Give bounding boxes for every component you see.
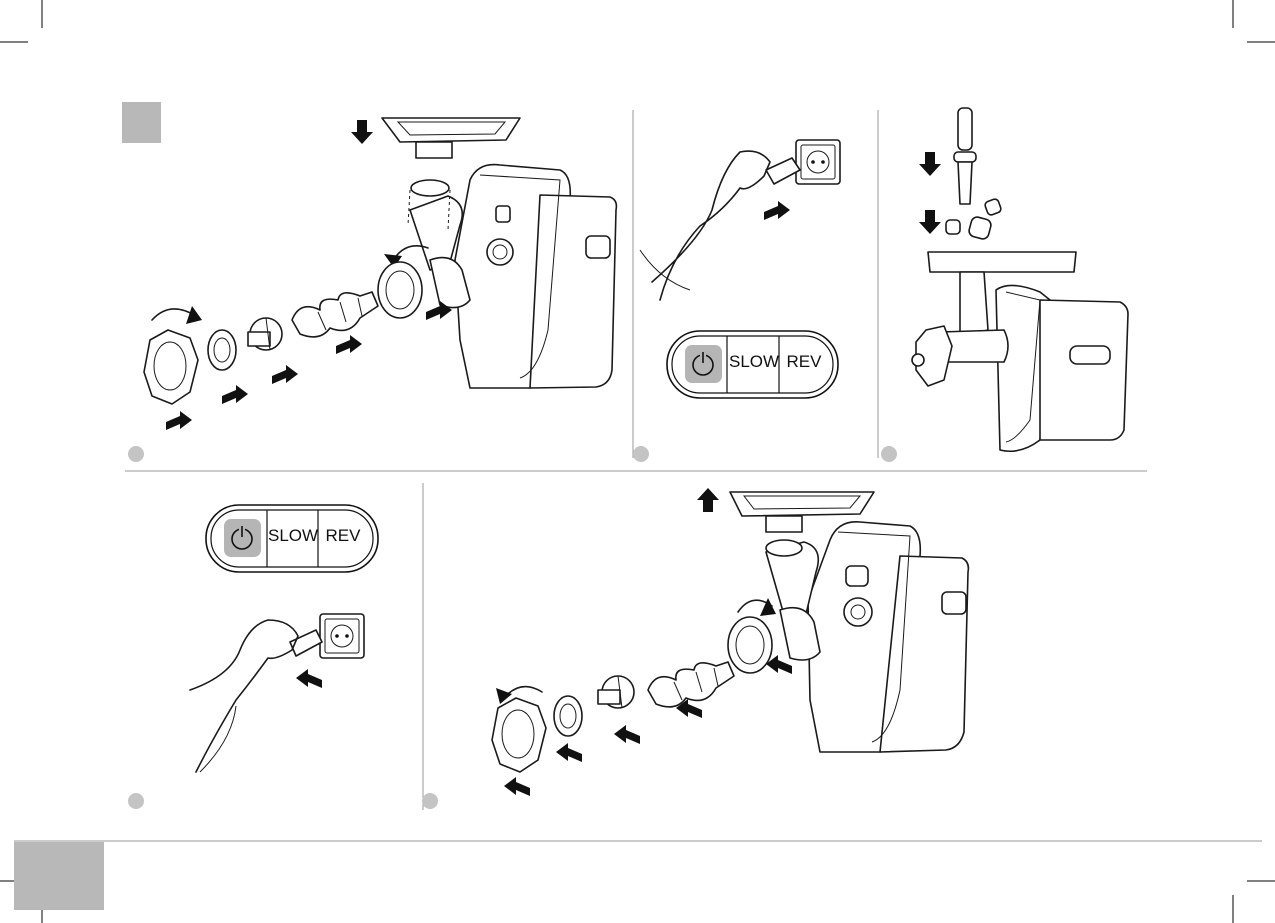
panel-disassemble [492,488,968,796]
wall-socket-icon-2 [320,614,364,658]
step-dot-4 [128,793,144,809]
rotate-arrow-icon-2 [186,306,202,324]
tray-on-machine [928,252,1076,272]
push-arrow-icon [764,201,790,220]
pull-arrows [504,655,792,796]
page-number-tab [14,842,104,910]
section-marker [122,102,161,143]
pusher-icon [954,108,976,204]
panel-assemble [144,118,616,430]
down-arrow-icon [351,120,373,144]
cutting-plate-illustration [248,318,282,350]
ring-2 [554,696,582,736]
tray-icon [351,118,520,158]
rev-label-1: REV [781,352,827,372]
panel-feed [912,108,1128,451]
down-arrow-icon-3 [919,210,941,234]
control-panel-small [1070,346,1110,364]
step-dot-5 [422,793,438,809]
locking-nut-illustration [144,306,202,404]
motor-body-illustration [378,165,616,388]
auger-2 [648,662,734,707]
up-arrow-icon [697,488,719,512]
step-dot-2 [633,446,649,462]
pull-arrow-icon [296,669,322,688]
plug-icon [766,158,800,184]
step-dot-3 [881,446,897,462]
ring-illustration [208,330,236,370]
wall-socket-icon [796,140,840,184]
food-pieces-icon [946,198,1002,240]
down-arrow-icon-2 [919,152,941,176]
rev-label-2: REV [320,526,366,546]
auger-illustration [292,292,378,337]
control-panel-icon [586,236,610,258]
locking-nut-2 [492,698,546,772]
slow-label-1: SLOW [729,352,779,372]
step-dot-1 [128,446,144,462]
slow-label-2: SLOW [268,526,318,546]
